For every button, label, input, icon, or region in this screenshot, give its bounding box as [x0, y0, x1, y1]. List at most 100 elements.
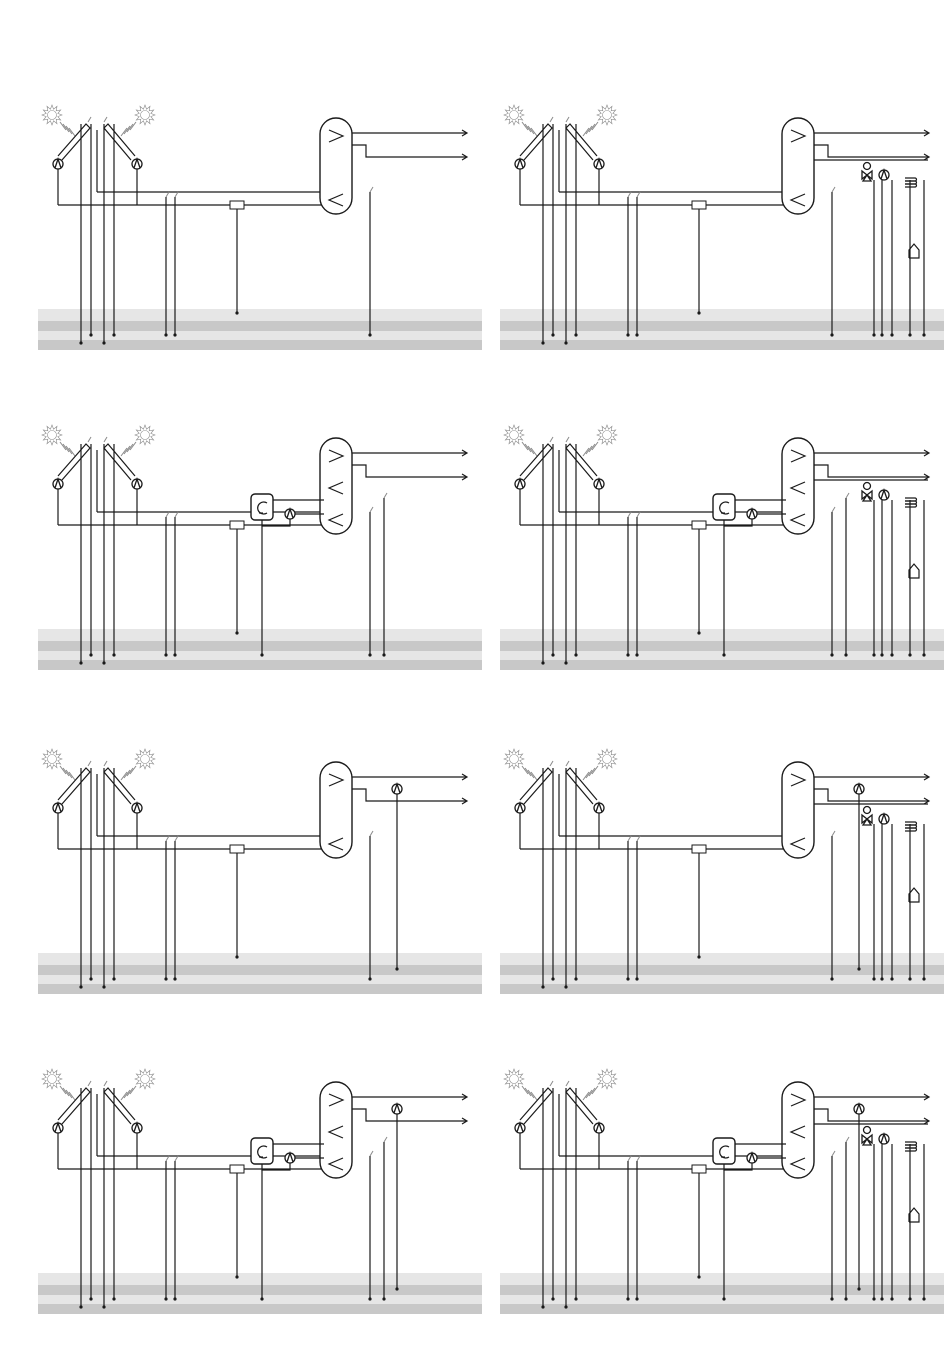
- pump-icon: [285, 1153, 295, 1163]
- terminal-dot: [235, 311, 238, 314]
- terminal-dot: [564, 1305, 567, 1308]
- terminal-dot: [382, 1297, 385, 1300]
- sun-core: [48, 1075, 57, 1084]
- solar-collector-left: [520, 124, 552, 160]
- solar-collector-left: [58, 768, 90, 804]
- terminal-dot: [235, 1275, 238, 1278]
- terminal-dot: [626, 977, 629, 980]
- temperature-sensor-icon: [104, 1081, 107, 1086]
- temperature-sensor-icon: [175, 836, 178, 841]
- temperature-sensor-icon: [370, 831, 373, 836]
- temperature-sensor-icon: [104, 761, 107, 766]
- controller-box: [230, 845, 244, 853]
- terminal-dot: [697, 631, 700, 634]
- temperature-sensor-icon: [175, 1156, 178, 1161]
- pump-icon: [879, 1134, 889, 1144]
- temperature-sensor-icon: [550, 761, 553, 766]
- radiator-icon: [905, 822, 917, 831]
- temperature-sensor-icon: [166, 1156, 169, 1161]
- sun-icon: [135, 425, 155, 445]
- terminal-dot: [872, 653, 875, 656]
- terminal-dot: [830, 1297, 833, 1300]
- sun-icon: [135, 105, 155, 125]
- solar-collector-left: [520, 768, 552, 804]
- terminal-dot: [112, 977, 115, 980]
- boiler-body: [713, 1138, 735, 1164]
- terminal-dot: [635, 977, 638, 980]
- valve-body: [862, 171, 872, 181]
- terminal-dot: [635, 653, 638, 656]
- temperature-sensor-icon: [832, 831, 835, 836]
- pump-icon: [879, 490, 889, 500]
- solar-collector-left: [58, 444, 90, 480]
- terminal-dot: [260, 1297, 263, 1300]
- terminal-dot: [908, 977, 911, 980]
- terminal-dot: [908, 653, 911, 656]
- terminal-dot: [574, 653, 577, 656]
- sun-icon: [135, 749, 155, 769]
- terminal-dot: [626, 1297, 629, 1300]
- controller-rect: [230, 521, 244, 529]
- system-diagram-5: [38, 749, 482, 994]
- controller-rect: [692, 845, 706, 853]
- terminal-dot: [880, 653, 883, 656]
- terminal-dot: [173, 1297, 176, 1300]
- terminal-dot: [844, 1297, 847, 1300]
- terminal-dot: [89, 977, 92, 980]
- cold-water-in: [352, 1109, 466, 1121]
- valve-actuator: [864, 163, 871, 170]
- terminal-dot: [551, 977, 554, 980]
- pump-icon: [879, 814, 889, 824]
- terminal-dot: [890, 1297, 893, 1300]
- terminal-dot: [697, 311, 700, 314]
- pump-icon: [515, 479, 525, 489]
- sun-icon: [42, 425, 62, 445]
- temperature-sensor-icon: [566, 1081, 569, 1086]
- sun-core: [48, 755, 57, 764]
- terminal-dot: [551, 1297, 554, 1300]
- sun-icon: [597, 105, 617, 125]
- solar-collector-left: [58, 124, 90, 160]
- terminal-dot: [872, 977, 875, 980]
- terminal-dot: [880, 977, 883, 980]
- terminal-dot: [260, 653, 263, 656]
- sun-core: [48, 431, 57, 440]
- pump-icon: [854, 784, 864, 794]
- temperature-sensor-icon: [175, 512, 178, 517]
- controller-box: [692, 201, 706, 209]
- controller-rect: [692, 201, 706, 209]
- terminal-dot: [564, 985, 567, 988]
- sun-core: [141, 111, 150, 120]
- pump-icon: [594, 1123, 604, 1133]
- terminal-dot: [368, 653, 371, 656]
- terminal-dot: [395, 967, 398, 970]
- temperature-sensor-icon: [384, 1137, 387, 1142]
- terminal-dot: [908, 333, 911, 336]
- pump-icon: [53, 803, 63, 813]
- cold-water-in: [814, 145, 928, 157]
- sun-icon: [597, 1069, 617, 1089]
- sun-core: [48, 111, 57, 120]
- terminal-dot: [89, 1297, 92, 1300]
- controller-rect: [692, 1165, 706, 1173]
- pump-icon: [515, 803, 525, 813]
- temperature-sensor-icon: [566, 437, 569, 442]
- temperature-sensor-icon: [566, 761, 569, 766]
- system-diagram-8: [500, 1069, 944, 1314]
- terminal-dot: [574, 333, 577, 336]
- controller-rect: [230, 1165, 244, 1173]
- mixing-valve-icon: [862, 807, 872, 826]
- terminal-dot: [872, 1297, 875, 1300]
- terminal-dot: [173, 977, 176, 980]
- terminal-dot: [541, 985, 544, 988]
- pump-icon: [747, 1153, 757, 1163]
- terminal-dot: [164, 977, 167, 980]
- terminal-dot: [541, 341, 544, 344]
- pump-icon: [854, 1104, 864, 1114]
- temperature-sensor-icon: [550, 117, 553, 122]
- terminal-dot: [635, 333, 638, 336]
- cold-water-in: [814, 465, 928, 477]
- terminal-dot: [102, 985, 105, 988]
- temperature-sensor-icon: [832, 507, 835, 512]
